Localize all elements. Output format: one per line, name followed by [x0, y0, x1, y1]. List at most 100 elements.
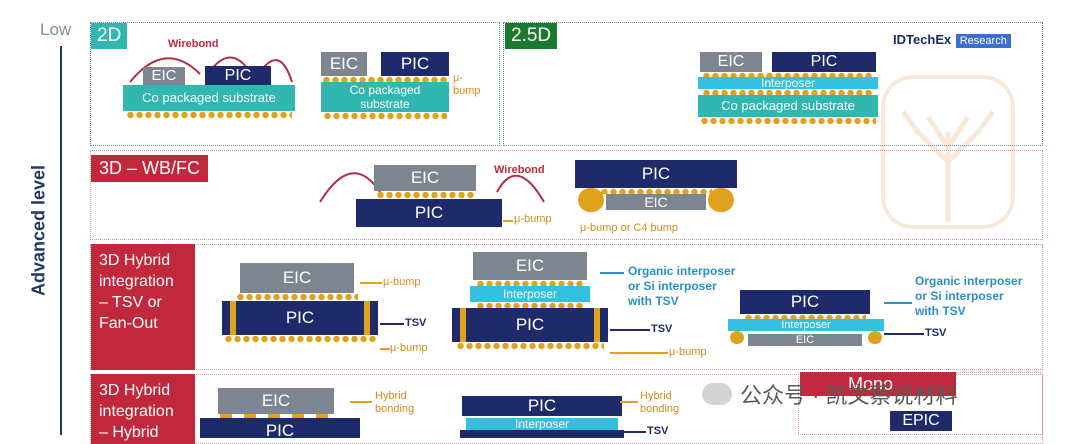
pic-chip-tsv-c: PIC: [740, 290, 870, 314]
panel-3d-wbfc: [90, 150, 1043, 240]
substrate-bumps-2: [323, 112, 447, 119]
pic-chip-hb: PIC: [200, 418, 360, 440]
tsv-label-c: TSV: [925, 327, 947, 339]
c4-bump: [730, 331, 744, 344]
eic-chip-2: EIC: [321, 52, 367, 76]
tag-line-3: – TSV or: [99, 294, 162, 311]
axis-title: Advanced level: [28, 164, 49, 297]
axis-line: [60, 46, 62, 435]
tag-2d: 2D: [91, 23, 128, 49]
hybrid-bond-pads: [220, 414, 332, 418]
org-line-2: or Si interposer: [628, 279, 717, 293]
ubump-arrow-3d: [503, 220, 513, 222]
tsv-label: TSV: [405, 317, 427, 329]
interposer-bumps-25d: [702, 89, 874, 95]
ubump-label-tsv-2: μ-bump: [390, 342, 428, 354]
eic-chip-fc: EIC: [606, 194, 706, 210]
interposer-arrow: [600, 272, 624, 274]
axis-low-label: Low: [40, 20, 72, 39]
interposer-bumps-tsv-b: [476, 302, 584, 308]
tsv-arrow-b: [610, 329, 650, 331]
org3-line-1: Organic interposer: [915, 274, 1023, 288]
ubump-row-tsv-c: [744, 314, 866, 319]
tsv-pillar: [230, 301, 236, 335]
tag-2-5d: 2.5D: [505, 23, 558, 49]
ubump-row-tsv-b: [476, 280, 584, 286]
pic-chip-tsv: PIC: [222, 301, 378, 335]
wirebond-label: Wirebond: [168, 38, 219, 50]
hb2-line-1: Hybrid: [640, 390, 672, 402]
ubump-label: μ- bump: [453, 72, 481, 98]
epic-chip: EPIC: [890, 411, 952, 431]
pic-chip-25d: PIC: [772, 52, 876, 72]
substrate-line-1: Co packaged: [349, 83, 421, 97]
hb-line-2: bonding: [375, 403, 415, 415]
interposer-25d: Interposer: [698, 77, 878, 89]
panel-2d: [90, 22, 500, 146]
ubump-label-tsv-b: μ-bump: [669, 346, 707, 358]
interposer-tsv-b: Interposer: [470, 286, 590, 302]
ubump-row-fc: [600, 188, 712, 194]
org3-line-3: with TSV: [915, 304, 966, 318]
interposer-arrow-c: [884, 302, 912, 304]
substrate-25d: Co packaged substrate: [698, 95, 878, 117]
ubump-label-3d: μ-bump: [514, 213, 552, 225]
ubump-arrow-2: [380, 348, 390, 350]
idtechex-logo: IDTechEx Research: [893, 31, 1011, 49]
eic-chip-tsv-c: EIC: [748, 334, 862, 346]
eic-chip: EIC: [143, 67, 185, 85]
pic-chip: PIC: [205, 66, 271, 86]
tag-mono: Mono: [800, 372, 956, 396]
bottom-bumps-tsv-b: [456, 342, 604, 350]
hb-arrow-b: [620, 401, 638, 403]
pic-chip-3d: PIC: [356, 199, 502, 227]
ubump-arrow-b: [610, 352, 668, 354]
bump-label-fc: μ-bump or C4 bump: [580, 222, 679, 234]
eic-chip-hb: EIC: [218, 388, 334, 414]
mono-label: Mono: [848, 374, 894, 394]
logo-tag: Research: [955, 34, 1011, 48]
org-line-3: with TSV: [628, 294, 679, 308]
tsv-label-hb: TSV: [647, 425, 669, 437]
tag-line-2: integration: [99, 273, 174, 290]
ubump-row-3d: [376, 191, 474, 199]
hb-tag-line-3: – Hybrid: [99, 424, 159, 441]
hb-tag-line-1: 3D Hybrid: [99, 382, 171, 399]
watermark-text: 公众号 · 凯文蔡说材料: [740, 383, 958, 408]
ubump-label-tsv: μ-bump: [383, 276, 421, 288]
substrate-bumps-25d: [700, 117, 876, 125]
org-line-1: Organic interposer: [628, 264, 736, 278]
eic-chip-tsv-b: EIC: [473, 252, 587, 280]
ubump-row-tsv: [236, 293, 358, 301]
tree-watermark: [881, 75, 1015, 229]
substrate-bumps: [126, 111, 292, 119]
ubump-row: [322, 76, 448, 82]
c4-bump-right: [708, 188, 734, 212]
co-packaged-substrate: Co packaged substrate: [123, 85, 295, 111]
org3-line-2: or Si interposer: [915, 289, 1004, 303]
panel-2-5d: [503, 22, 1043, 146]
tsv-pillar: [364, 301, 370, 335]
interposer-tsv-c: Interposer: [728, 319, 884, 331]
pic-chip-2: PIC: [381, 52, 449, 76]
wechat-icon: [702, 383, 732, 405]
tag-line-1: 3D Hybrid: [99, 252, 171, 269]
tsv-label-b: TSV: [651, 323, 673, 335]
hb-arrow: [350, 401, 372, 403]
hybrid-bonding-label-b: Hybrid bonding: [640, 390, 679, 416]
tag-3d-tsv: 3D Hybrid integration – TSV or Fan-Out: [91, 244, 195, 370]
ubump-line-2: bump: [453, 85, 481, 97]
pic-chip-fc: PIC: [575, 160, 737, 188]
eic-chip-tsv: EIC: [240, 263, 354, 293]
tsv-pillar: [594, 308, 600, 342]
bottom-bumps-tsv: [224, 335, 376, 343]
hb-tag-line-2: integration: [99, 403, 174, 420]
pic-chip-tsv-b: PIC: [452, 308, 608, 342]
substrate-hb-b: [460, 430, 624, 438]
hb2-line-2: bonding: [640, 403, 680, 415]
logo-name: IDTechEx: [893, 32, 952, 47]
hb-line-1: Hybrid: [375, 390, 407, 402]
tsv-arrow-c: [884, 333, 924, 335]
pic-chip-hb-b: PIC: [462, 396, 622, 416]
panel-3d-tsv: [90, 244, 1043, 370]
